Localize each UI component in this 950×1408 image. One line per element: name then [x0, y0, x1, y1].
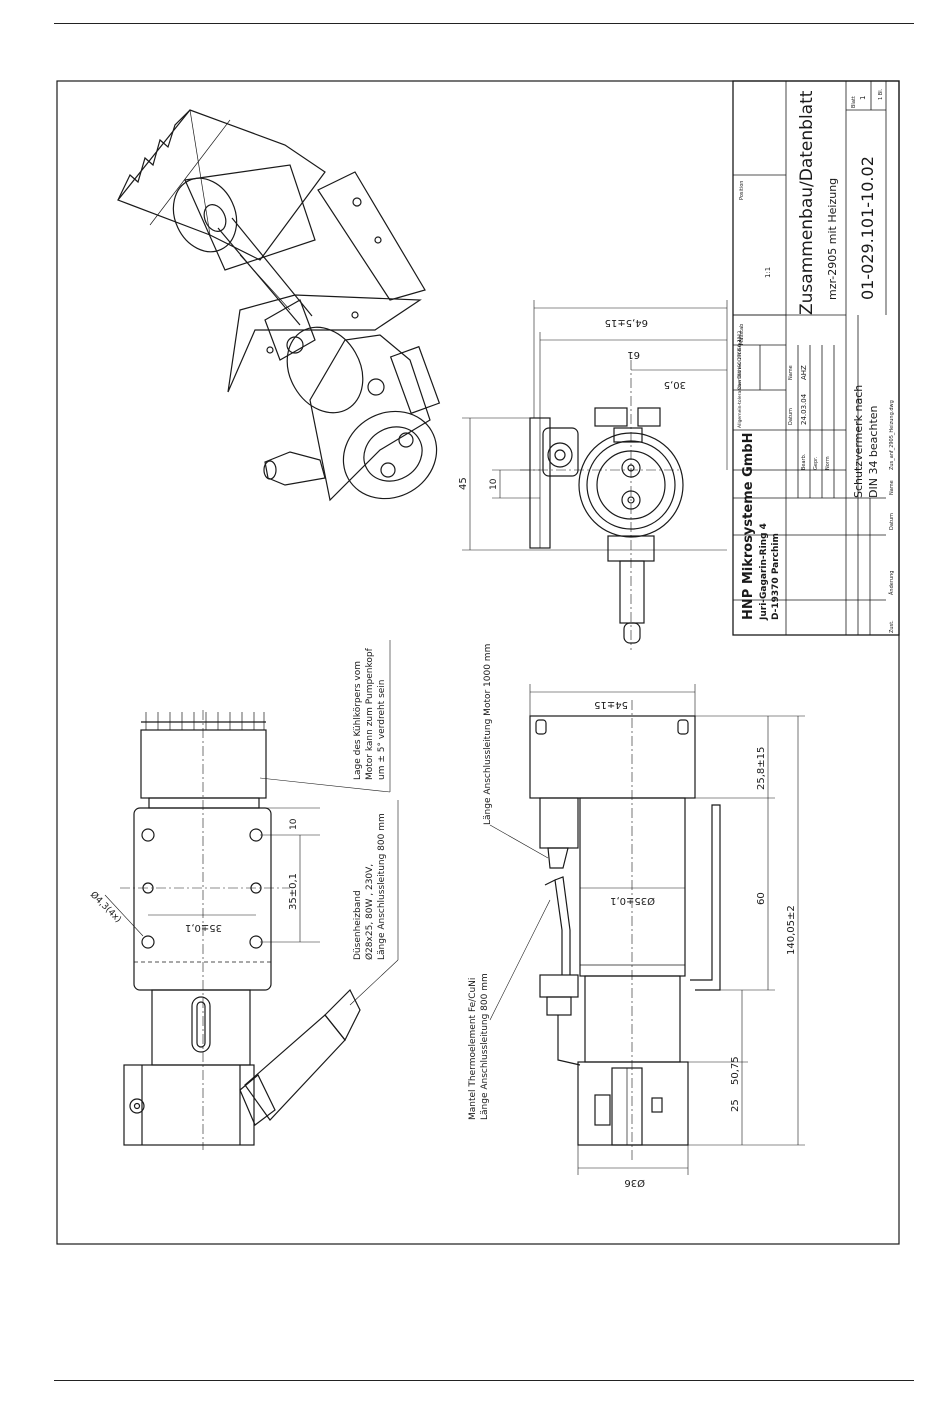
dim-30-5: 30,5: [664, 379, 686, 390]
dim-35-b: 35±0,1: [288, 873, 299, 910]
front-view: 64,5±15 61 30,5 45 10: [458, 300, 728, 650]
dim-45: 45: [458, 477, 469, 490]
drawing-frame: [56, 80, 900, 1245]
tb-tolerance: Allgemein-toleranzen DIN ISO 2768 m-H: [737, 337, 743, 428]
dim-35-shaft: Ø35±0,1: [610, 895, 655, 907]
dim-140: 140,05±2: [786, 905, 797, 955]
note-cooler-1: Lage des Kühlkörpers vom: [353, 661, 363, 780]
tb-scale-value: 1:1: [764, 267, 772, 278]
tb-bearb-label: Bearb.: [801, 453, 807, 470]
tb-gepr-label: Gepr.: [813, 456, 819, 470]
bottom-rule: [54, 1380, 914, 1381]
dim-25-8: 25,8±15: [756, 747, 767, 790]
tb-name-value: AHZ: [800, 365, 808, 380]
tb-name-label-2: Name: [889, 480, 895, 495]
tb-date-value: 24.03.04: [800, 393, 808, 425]
note-cooler-2: Motor kann zum Pumpenkopf: [365, 647, 375, 780]
note-cooler-3: um ± 5° verdreht sein: [377, 679, 387, 780]
dim-36: Ø36: [624, 1177, 645, 1189]
note-thermo-1: Mantel Thermoelement Fe/CuNi: [468, 978, 478, 1120]
tb-drawing-number: 01-029.101-10.02: [858, 156, 877, 300]
tb-sheet-label: Blatt: [851, 96, 857, 108]
tb-sheet-value: 1: [859, 96, 867, 100]
dim-25: 25: [730, 1099, 741, 1112]
dim-54: 54±15: [594, 699, 628, 710]
tb-scale-label: Maßstab: [739, 324, 745, 345]
dim-50-75: 50,75: [730, 1056, 741, 1085]
dim-35-a: 35±0,1: [185, 922, 222, 933]
dim-10-b: 10: [289, 818, 299, 830]
note-motor-cable: Länge Anschlussleitung Motor 1000 mm: [483, 644, 493, 825]
dim-hole: Ø4,3(4x): [88, 889, 124, 925]
tb-datum-label-2: Datum: [889, 513, 895, 530]
tb-city: D-19370 Parchim: [771, 533, 781, 620]
isometric-view: [117, 109, 441, 502]
dim-60: 60: [756, 892, 767, 905]
tb-title: Zusammenbau/Datenblatt: [797, 90, 817, 315]
dim-61: 61: [627, 349, 640, 360]
tb-surface: Oberflächen DIN ISO 1302: [737, 331, 743, 390]
title-block: HNP Mikrosysteme GmbH Juri-Gagarin-Ring …: [732, 80, 900, 636]
note-heater-1: Düsenheizband: [353, 890, 363, 960]
tb-file-value: Zus_anf_2905_Heizung.dwg: [889, 400, 895, 470]
tb-protection-1: Schutzvermerk nach: [852, 385, 865, 498]
dim-64-5: 64,5±15: [605, 317, 648, 328]
side-view: 54±15 Ø35±0,1 Ø36 25,8±15 60 140,05±2 50…: [468, 644, 805, 1189]
tb-company: HNP Mikrosysteme GmbH: [741, 433, 756, 620]
top-view: 35±0,1 35±0,1 10 Ø4,3(4x) Lage des Kühlk…: [88, 640, 399, 1150]
tb-zust-label: Zust.: [889, 620, 895, 633]
top-rule: [54, 23, 914, 24]
tb-aenderung-label: Änderung: [888, 571, 895, 595]
note-thermo-2: Länge Anschlussleitung 800 mm: [480, 973, 490, 1120]
dim-10-a: 10: [489, 478, 499, 490]
tb-datum-label: Datum: [788, 408, 794, 425]
tb-norm-label: Norm: [825, 456, 831, 470]
tb-protection-2: DIN 34 beachten: [867, 405, 880, 498]
note-heater-3: Länge Anschlussleitung 800 mm: [377, 813, 387, 960]
note-heater-2: Ø28x25, 80W , 230V,: [364, 864, 375, 960]
tb-name-label: Name: [788, 365, 794, 380]
tb-subtitle: mzr-2905 mit Heizung: [826, 178, 839, 300]
tb-street: Juri-Gagarin-Ring 4: [759, 523, 769, 621]
tb-position-label: Position: [739, 181, 745, 200]
tb-sheets-value: 1 Bl.: [878, 88, 884, 100]
